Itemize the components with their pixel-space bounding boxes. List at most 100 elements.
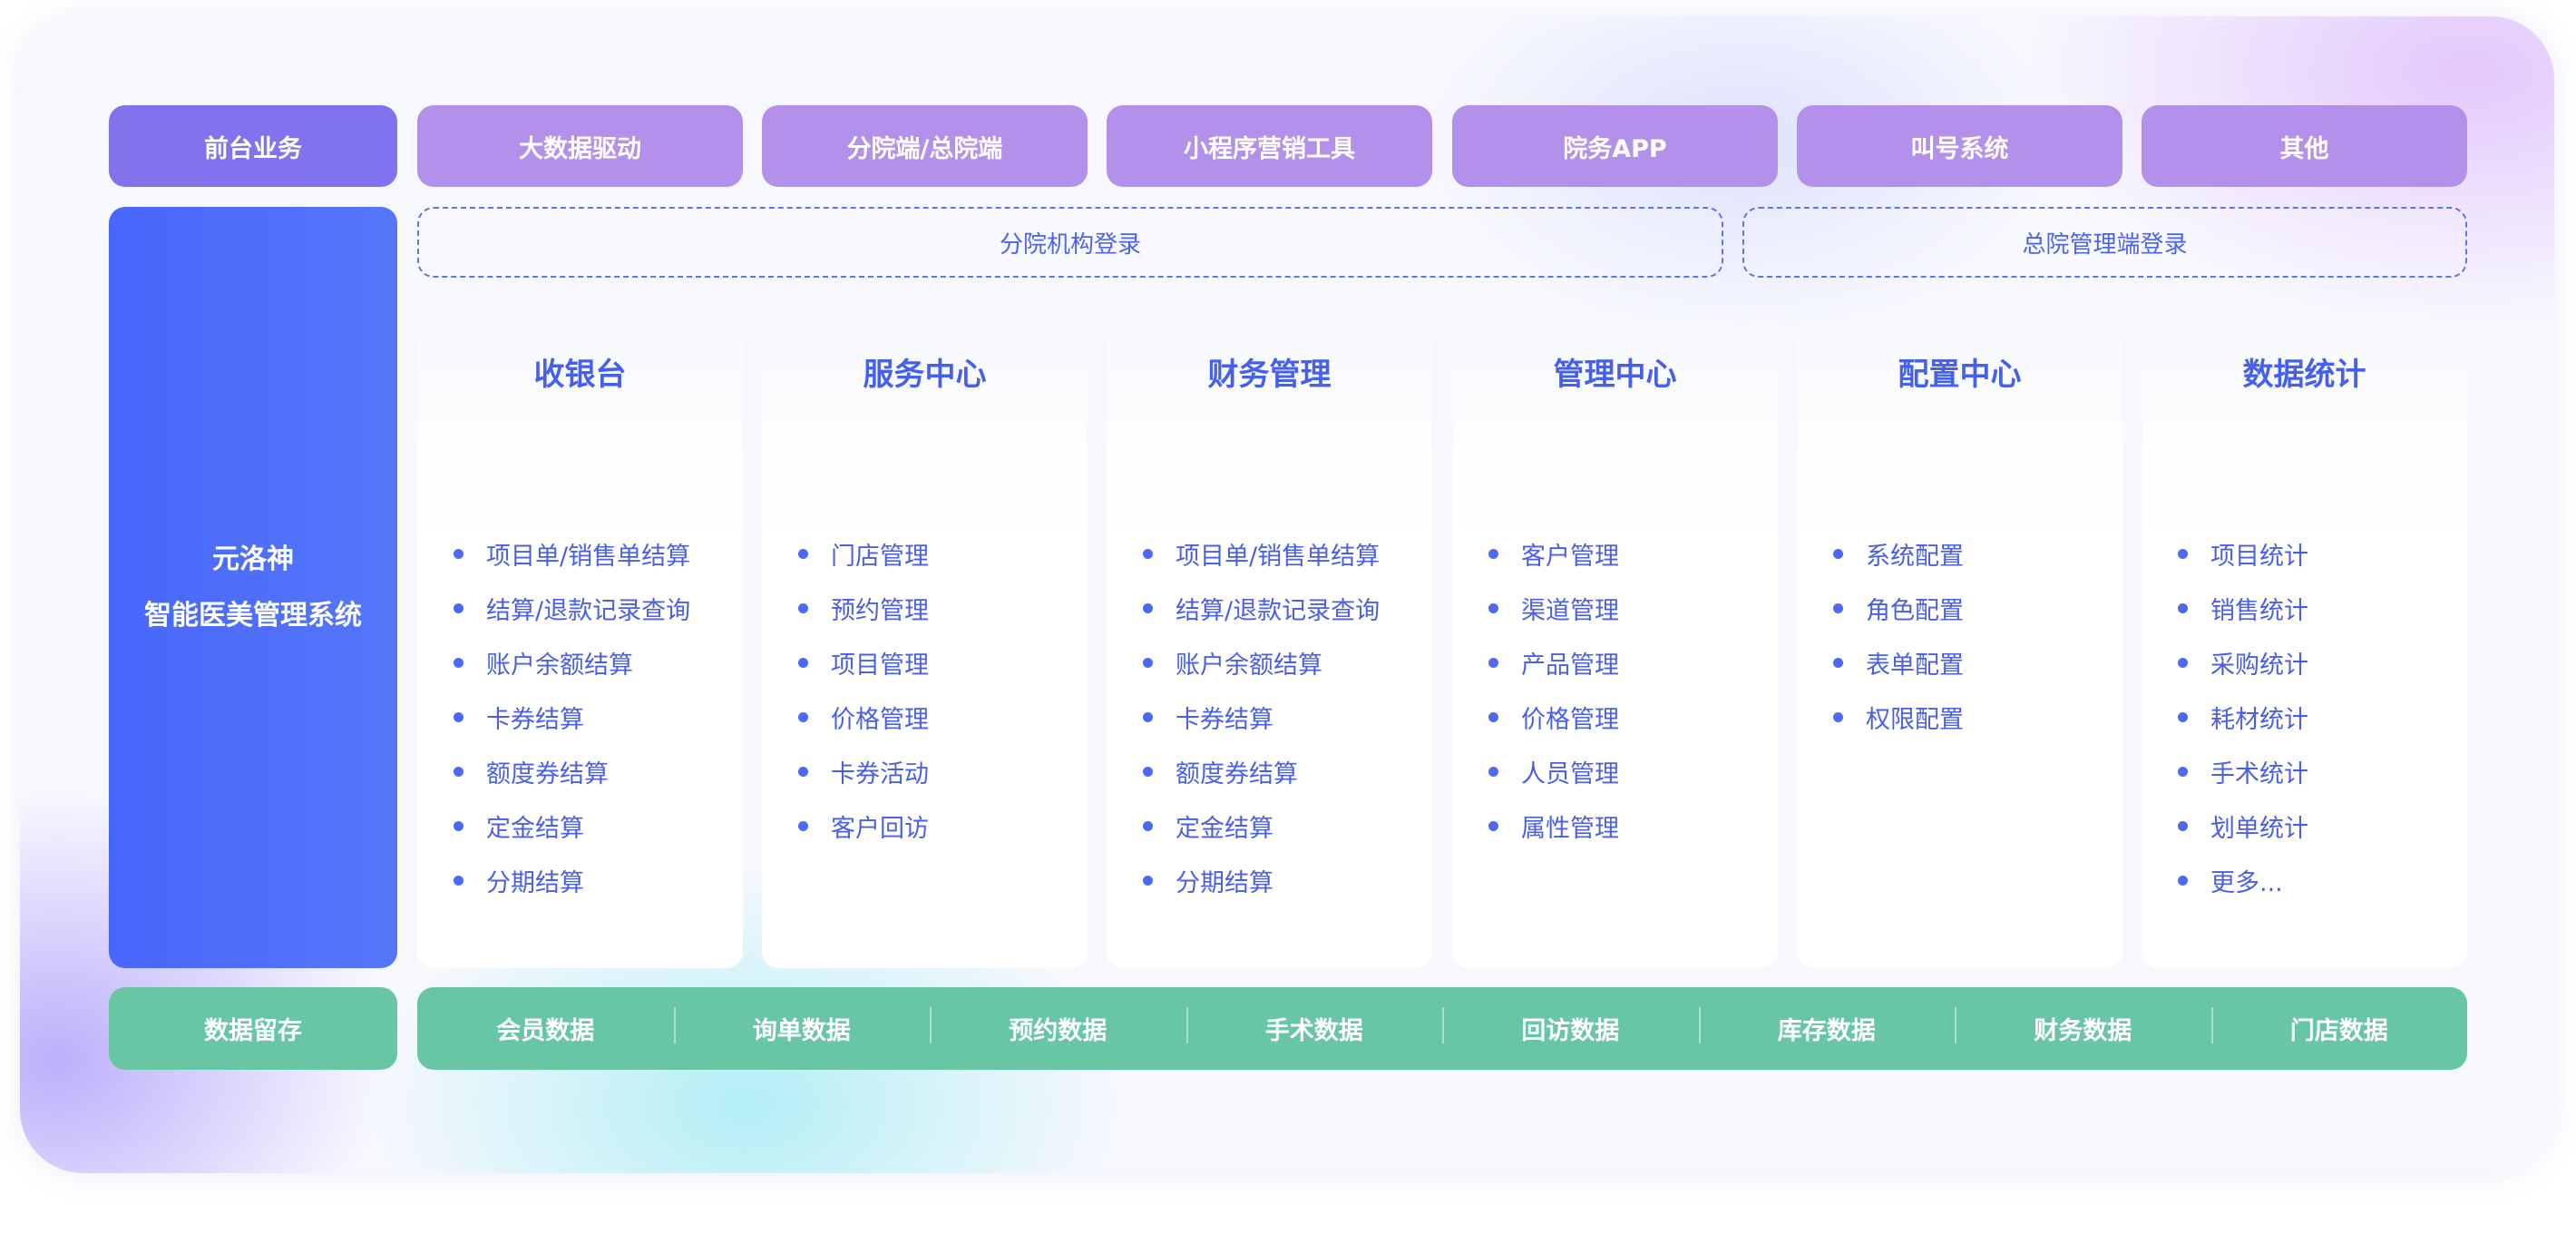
module-item[interactable]: 账户余额结算: [1143, 635, 1380, 690]
module-item[interactable]: 卡券结算: [1143, 690, 1380, 744]
bullet-icon: [1488, 657, 1498, 668]
module-item[interactable]: 项目单/销售单结算: [1143, 526, 1380, 581]
module-item-label: 结算/退款记录查询: [486, 596, 691, 625]
data-item: 会员数据: [496, 1017, 595, 1045]
module-item-label: 项目单/销售单结算: [1176, 542, 1381, 571]
module-item[interactable]: 手术统计: [2178, 744, 2308, 798]
module-item-label: 项目统计: [2210, 542, 2308, 571]
bullet-icon: [454, 711, 463, 722]
top-item[interactable]: 其他: [2142, 105, 2467, 187]
module-item[interactable]: 定金结算: [454, 798, 690, 853]
module-item-label: 结算/退款记录查询: [1176, 596, 1381, 625]
module-item[interactable]: 销售统计: [2178, 581, 2308, 635]
module-item[interactable]: 额度券结算: [454, 744, 690, 798]
module-item[interactable]: 客户回访: [798, 798, 929, 853]
system-name-line2: 智能医美管理系统: [144, 599, 362, 632]
data-item: 手术数据: [1186, 1007, 1443, 1046]
branch-login[interactable]: 分院机构登录: [417, 207, 1723, 278]
module-item-label: 卡券活动: [831, 759, 929, 788]
data-retention-label: 数据留存: [109, 987, 397, 1070]
bullet-icon: [798, 820, 808, 831]
module-item-label: 更多...: [2210, 868, 2283, 897]
module-item[interactable]: 渠道管理: [1488, 581, 1619, 635]
module-item-label: 账户余额结算: [1176, 651, 1322, 680]
module-item[interactable]: 项目统计: [2178, 526, 2308, 581]
top-item[interactable]: 分院端/总院端: [762, 105, 1088, 187]
module-item[interactable]: 项目管理: [798, 635, 929, 690]
bullet-icon: [1143, 875, 1153, 886]
module-item-label: 客户回访: [831, 814, 929, 843]
module-item-label: 划单统计: [2210, 814, 2308, 843]
system-name-line1: 元洛神: [212, 543, 294, 575]
module-item-label: 系统配置: [1866, 542, 1964, 571]
bullet-icon: [1488, 766, 1498, 777]
bullet-icon: [1488, 548, 1498, 559]
module-item[interactable]: 系统配置: [1833, 526, 1964, 581]
module-item[interactable]: 属性管理: [1488, 798, 1619, 853]
module-item-label: 角色配置: [1866, 596, 1964, 625]
bullet-icon: [454, 548, 463, 559]
module-item[interactable]: 项目单/销售单结算: [454, 526, 690, 581]
bullet-icon: [798, 657, 808, 668]
module-item[interactable]: 人员管理: [1488, 744, 1619, 798]
top-item[interactable]: 院务APP: [1452, 105, 1778, 187]
module-item-label: 人员管理: [1521, 759, 1619, 788]
module-item-label: 表单配置: [1866, 651, 1964, 680]
bullet-icon: [2178, 766, 2188, 777]
module-item-label: 项目单/销售单结算: [486, 542, 691, 571]
module-item-label: 权限配置: [1866, 705, 1964, 734]
module-item-label: 预约管理: [831, 596, 929, 625]
module-item[interactable]: 耗材统计: [2178, 690, 2308, 744]
bullet-icon: [454, 766, 463, 777]
module-title: 收银台: [533, 357, 627, 393]
bullet-icon: [1488, 820, 1498, 831]
module-item[interactable]: 表单配置: [1833, 635, 1964, 690]
module-item-label: 定金结算: [486, 814, 584, 843]
bullet-icon: [1143, 766, 1153, 777]
module-item-label: 销售统计: [2210, 596, 2308, 625]
data-item: 询单数据: [673, 1007, 931, 1046]
module-item[interactable]: 定金结算: [1143, 798, 1380, 853]
module-item[interactable]: 门店管理: [798, 526, 929, 581]
module-item[interactable]: 划单统计: [2178, 798, 2308, 853]
data-item: 库存数据: [1698, 1007, 1956, 1046]
module-item[interactable]: 价格管理: [1488, 690, 1619, 744]
module-card: 数据统计项目统计销售统计采购统计耗材统计手术统计划单统计更多...: [2142, 304, 2467, 968]
module-item[interactable]: 卡券活动: [798, 744, 929, 798]
bullet-icon: [1143, 711, 1153, 722]
module-item[interactable]: 产品管理: [1488, 635, 1619, 690]
bullet-icon: [1833, 657, 1843, 668]
module-card: 管理中心客户管理渠道管理产品管理价格管理人员管理属性管理: [1452, 304, 1778, 968]
bullet-icon: [1143, 657, 1153, 668]
bullet-icon: [1833, 548, 1843, 559]
bullet-icon: [1143, 820, 1153, 831]
module-item[interactable]: 结算/退款记录查询: [454, 581, 690, 635]
module-item[interactable]: 更多...: [2178, 853, 2308, 907]
module-item[interactable]: 权限配置: [1833, 690, 1964, 744]
module-item[interactable]: 价格管理: [798, 690, 929, 744]
module-item[interactable]: 分期结算: [454, 853, 690, 907]
module-item[interactable]: 额度券结算: [1143, 744, 1380, 798]
module-item[interactable]: 结算/退款记录查询: [1143, 581, 1380, 635]
top-item[interactable]: 叫号系统: [1797, 105, 2122, 187]
bullet-icon: [2178, 875, 2188, 886]
bullet-icon: [1143, 602, 1153, 613]
module-item[interactable]: 采购统计: [2178, 635, 2308, 690]
module-item[interactable]: 预约管理: [798, 581, 929, 635]
module-item[interactable]: 客户管理: [1488, 526, 1619, 581]
module-item-label: 卡券结算: [1176, 705, 1273, 734]
data-item: 预约数据: [930, 1007, 1186, 1046]
bullet-icon: [2178, 657, 2188, 668]
module-item[interactable]: 角色配置: [1833, 581, 1964, 635]
top-item[interactable]: 大数据驱动: [417, 105, 743, 187]
hq-login[interactable]: 总院管理端登录: [1742, 207, 2467, 278]
module-item-label: 价格管理: [1521, 705, 1619, 734]
module-item[interactable]: 账户余额结算: [454, 635, 690, 690]
data-item: 门店数据: [2210, 1007, 2468, 1046]
module-title: 财务管理: [1207, 357, 1332, 393]
top-item[interactable]: 小程序营销工具: [1107, 105, 1432, 187]
module-item[interactable]: 分期结算: [1143, 853, 1380, 907]
module-item-label: 卡券结算: [486, 705, 584, 734]
module-item[interactable]: 卡券结算: [454, 690, 690, 744]
module-title: 服务中心: [863, 357, 987, 393]
